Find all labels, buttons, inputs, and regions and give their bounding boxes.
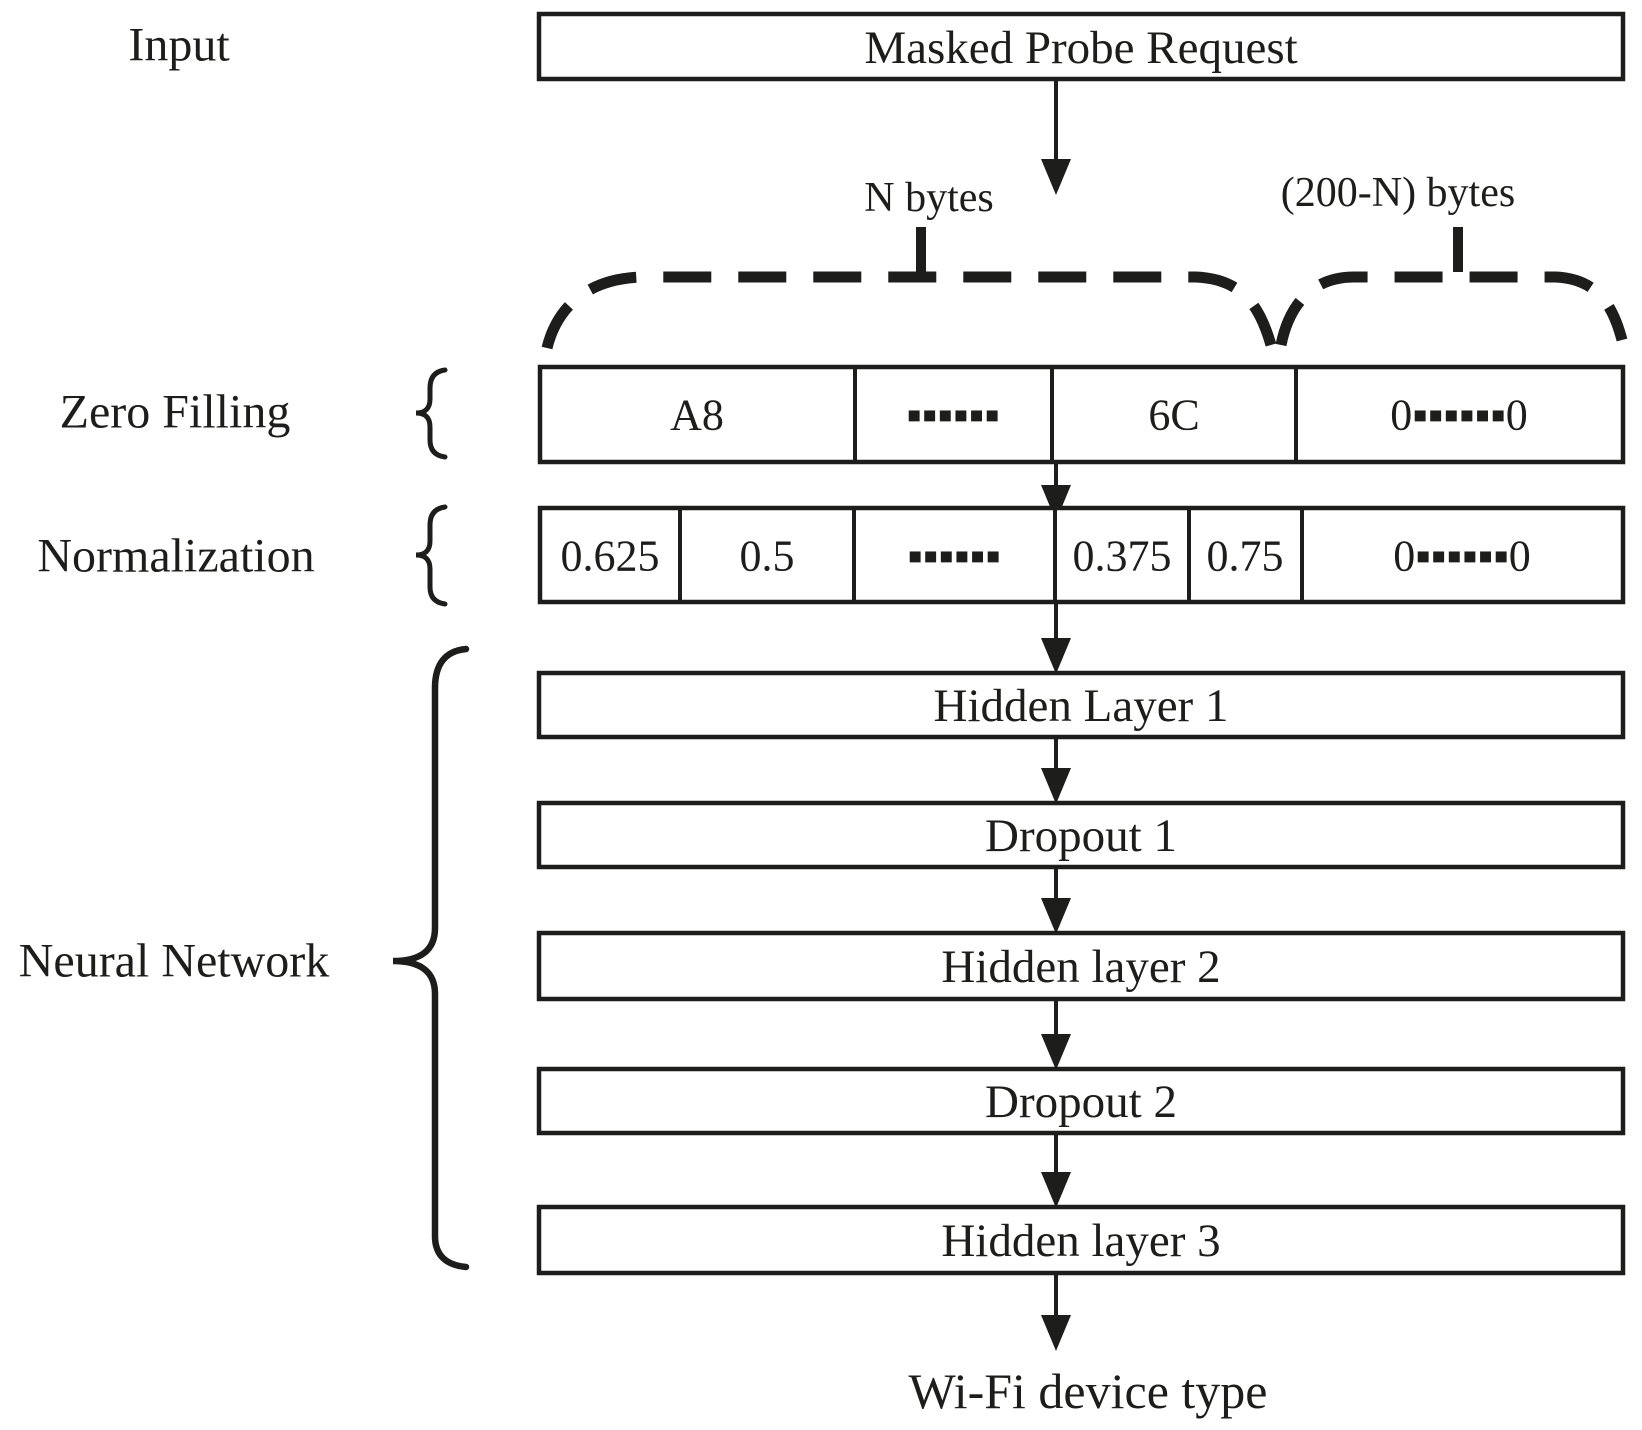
hidden-layer-1-label: Hidden Layer 1: [934, 680, 1229, 732]
output-label: Wi-Fi device type: [909, 1363, 1268, 1419]
arrow-nn-to-output: [1041, 1273, 1071, 1351]
arrow-input-down: [1041, 79, 1071, 195]
arrow-norm-to-nn: [1041, 602, 1071, 674]
zero-filling-cell: ▪▪▪▪▪▪: [906, 391, 1000, 440]
normalization-row: 0.625 0.5 ▪▪▪▪▪▪ 0.375 0.75 0▪▪▪▪▪▪0: [537, 505, 1626, 605]
arrow-hl2-to-d2: [1041, 999, 1071, 1070]
normalization-cell: 0.625: [561, 532, 660, 581]
dropout-2-box: [536, 1066, 1626, 1136]
dropout-1-box: [536, 800, 1626, 870]
normalization-cell: 0.75: [1207, 532, 1284, 581]
zero-filling-cell: 6C: [1148, 391, 1199, 440]
arrow-hl1-to-d1: [1041, 737, 1071, 804]
hidden-layer-2-box: [536, 930, 1626, 1002]
hidden-layer-1-box: [536, 670, 1626, 740]
zero-filling-cell: A8: [670, 391, 724, 440]
dropout-1-label: Dropout 1: [985, 810, 1177, 862]
zero-filling-row-box: [537, 364, 1626, 465]
hidden-layer-3-label: Hidden layer 3: [941, 1215, 1220, 1267]
remaining-bytes-label: (200-N) bytes: [1281, 170, 1515, 216]
n-bytes-label: N bytes: [864, 175, 994, 221]
zero-filling-cell: 0▪▪▪▪▪▪0: [1390, 391, 1528, 440]
input-label: Input: [128, 19, 230, 72]
normalization-label: Normalization: [37, 530, 314, 583]
arrow-d1-to-hl2: [1041, 867, 1071, 934]
normalization-cell: 0▪▪▪▪▪▪0: [1393, 532, 1531, 581]
zero-filling-row: A8 ▪▪▪▪▪▪ 6C 0▪▪▪▪▪▪0: [537, 364, 1626, 465]
zero-filling-label: Zero Filling: [60, 386, 291, 439]
arrow-zero-to-norm: [1041, 462, 1071, 521]
neural-network-layers: Hidden Layer 1 Dropout 1 Hidden layer 2 …: [536, 670, 1626, 1276]
masked-probe-request-label: Masked Probe Request: [864, 22, 1297, 74]
zero-filling-brace: [415, 367, 448, 460]
arrow-d2-to-hl3: [1041, 1133, 1071, 1208]
neural-network-brace: [392, 645, 470, 1271]
n-bytes-dashed-brace: [541, 271, 1277, 350]
normalization-cell: ▪▪▪▪▪▪: [907, 532, 1001, 581]
dropout-2-label: Dropout 2: [985, 1076, 1177, 1128]
normalization-cell: 0.375: [1073, 532, 1172, 581]
normalization-row-box: [537, 505, 1626, 605]
hidden-layer-3-box: [536, 1204, 1626, 1276]
normalization-brace: [415, 504, 448, 607]
normalization-cell: 0.5: [740, 532, 795, 581]
masked-probe-request-box: [536, 11, 1626, 82]
neural-network-label: Neural Network: [19, 935, 330, 988]
hidden-layer-2-label: Hidden layer 2: [941, 941, 1220, 993]
remaining-bytes-dashed-brace: [1275, 271, 1628, 347]
